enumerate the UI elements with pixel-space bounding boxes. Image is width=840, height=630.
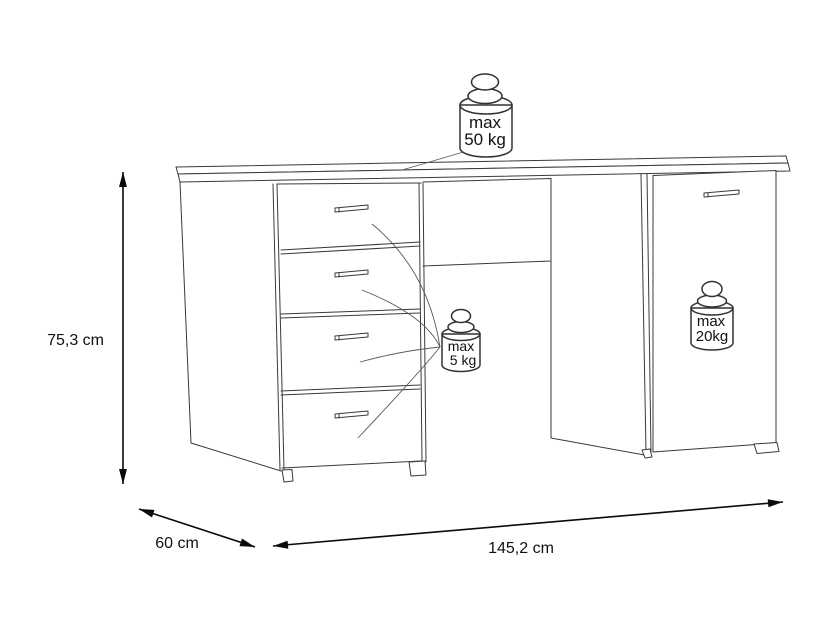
door-max-load-value: 20kg bbox=[696, 328, 729, 345]
drawer-max-load-word: max bbox=[448, 338, 474, 354]
door-handle-icon bbox=[703, 189, 740, 198]
door-unit-right-foot bbox=[753, 442, 780, 454]
leader-drawer-3 bbox=[359, 346, 441, 363]
weight-body bbox=[441, 333, 481, 373]
drawer-leader-lines bbox=[357, 223, 441, 439]
desktop-max-load-value: 50 kg bbox=[464, 130, 506, 149]
pedestal-inner-corner bbox=[550, 260, 651, 457]
drawer-unit-left-stile bbox=[272, 183, 285, 471]
left-panel-edge bbox=[179, 181, 282, 472]
drawer-unit-top-edge bbox=[276, 182, 422, 185]
drawer-max-load-weight-icon: max 5 kg bbox=[441, 308, 481, 373]
drawer-1-handle-icon bbox=[334, 204, 369, 213]
drawer-unit-bottom-edge bbox=[281, 460, 422, 469]
weight-body bbox=[690, 307, 734, 351]
height-label: 75,3 cm bbox=[47, 332, 104, 349]
door-max-load-word: max bbox=[697, 313, 726, 330]
width-dimension: 145,2 cm bbox=[272, 499, 784, 557]
height-dimension: 75,3 cm bbox=[47, 172, 127, 484]
weight-knob bbox=[470, 73, 500, 91]
width-label: 145,2 cm bbox=[488, 540, 554, 557]
depth-arrow bbox=[138, 508, 256, 548]
drawer-divider-3 bbox=[280, 384, 421, 396]
weight-knob bbox=[701, 280, 723, 298]
drawer-divider-2 bbox=[280, 308, 421, 319]
drawer-unit-right-foot bbox=[408, 460, 427, 477]
drawer-3-handle-icon bbox=[334, 332, 369, 341]
drawer-unit bbox=[272, 182, 427, 483]
drawer-4-handle-icon bbox=[334, 410, 369, 419]
drawer-divider-1 bbox=[280, 241, 421, 255]
desktop-max-load-word: max bbox=[469, 113, 502, 132]
door-max-load-weight-icon: max 20kg bbox=[690, 280, 734, 351]
leader-drawer-2 bbox=[361, 289, 441, 348]
weight-body bbox=[459, 104, 513, 158]
desktop bbox=[175, 155, 791, 183]
door-unit-left-foot bbox=[641, 448, 653, 459]
leader-drawer-4 bbox=[357, 346, 441, 439]
desktop-leader-line bbox=[401, 150, 468, 171]
width-arrow bbox=[272, 499, 784, 549]
drawer-unit-left-foot bbox=[281, 469, 294, 483]
desktop-front-edge bbox=[177, 162, 791, 183]
drawer-max-load-value: 5 kg bbox=[450, 352, 476, 368]
leader-drawer-1 bbox=[371, 223, 441, 348]
depth-label: 60 cm bbox=[155, 535, 199, 552]
drawer-2-handle-icon bbox=[334, 269, 369, 278]
depth-dimension: 60 cm bbox=[138, 508, 256, 552]
door-unit-left-stile bbox=[640, 173, 652, 453]
knee-hole bbox=[422, 178, 651, 457]
weight-knob bbox=[450, 308, 472, 324]
left-side-panel bbox=[179, 181, 282, 472]
desktop-max-load-weight-icon: max 50 kg bbox=[459, 73, 513, 158]
modesty-panel bbox=[422, 178, 552, 267]
